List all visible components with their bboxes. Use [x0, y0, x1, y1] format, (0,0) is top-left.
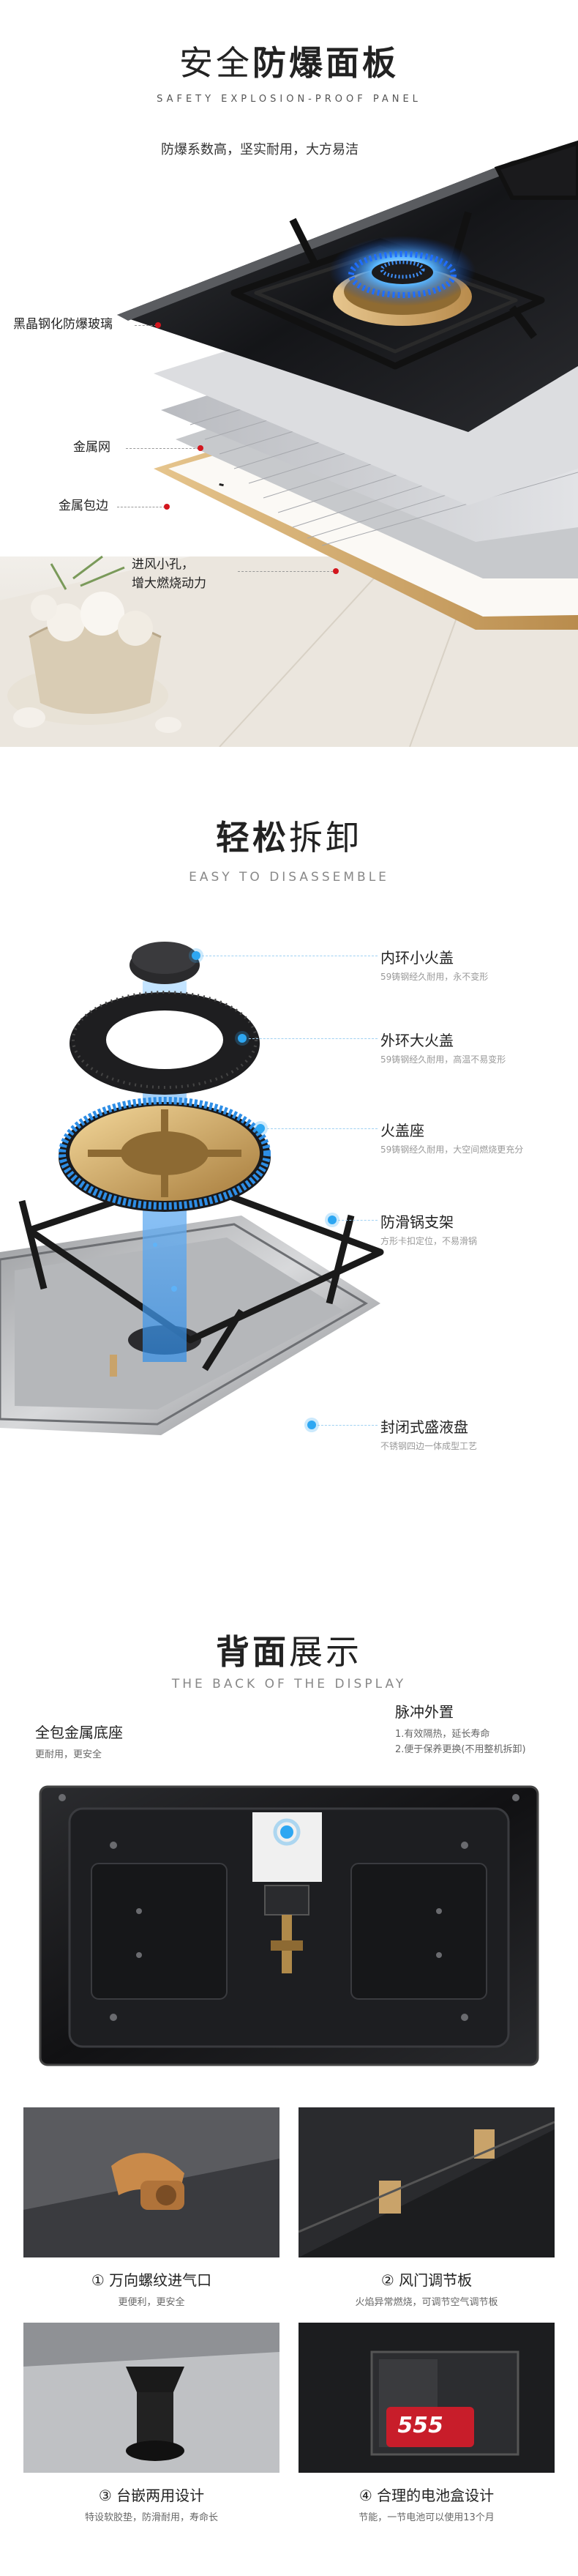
callout-metal-mesh: 金属网 — [73, 440, 110, 455]
callout-dot-1 — [155, 322, 161, 328]
battery-box-icon — [299, 2323, 555, 2473]
part-burner-base: 火盖座 59铸钢经久耐用，大空间燃烧更充分 — [380, 1119, 523, 1155]
part-wok-support: 防滑锅支架 方形卡扣定位，不易滑锅 — [380, 1210, 477, 1247]
part-dot-2 — [238, 1034, 247, 1043]
igniter-icon — [110, 1355, 117, 1377]
burner-exploded-illustration — [0, 942, 384, 1435]
callout-line-2 — [126, 448, 199, 449]
burner-base-icon — [59, 1097, 271, 1212]
feature-image-battery-box: 555 — [299, 2323, 555, 2473]
feature-battery-box-title: ④ 合理的电池盒设计 — [359, 2487, 495, 2504]
part-line-5 — [318, 1425, 378, 1426]
callout-air-holes-line1: 进风小孔， — [132, 557, 194, 572]
feature-gas-inlet-desc: 更便利，更安全 — [118, 2297, 185, 2308]
feature-air-damper-title: ② 风门调节板 — [380, 2271, 473, 2289]
inner-ring-cap-icon — [130, 942, 200, 984]
section2-subtitle: EASY TO DISASSEMBLE — [189, 870, 389, 885]
back-label-right-line2: 2.便于保养更换(不用整机拆卸) — [395, 1744, 526, 1755]
feature-image-air-damper — [299, 2107, 555, 2257]
callout-dot-4 — [333, 568, 339, 574]
callout-dot-3 — [164, 504, 170, 510]
callout-air-holes-line2: 增大燃烧动力 — [132, 576, 206, 591]
rubber-foot-icon — [23, 2323, 279, 2473]
section-back-display: 背面展示 THE BACK OF THE DISPLAY 全包金属底座 更耐用，… — [0, 1567, 578, 2576]
part-inner-cap: 内环小火盖 59铸钢经久耐用，永不变形 — [380, 946, 488, 983]
second-burner-icon — [494, 140, 578, 200]
callout-black-glass: 黑晶钢化防爆玻璃 — [13, 317, 113, 332]
part-outer-cap-title: 外环大火盖 — [380, 1032, 454, 1049]
part-burner-base-title: 火盖座 — [380, 1122, 424, 1139]
back-label-right-title: 脉冲外置 — [395, 1703, 454, 1721]
garlic-basket-icon — [7, 555, 181, 733]
callout-metal-trim: 金属包边 — [59, 499, 108, 513]
feature-caption-gas-inlet: ① 万向螺纹进气口 更便利，更安全 — [23, 2268, 279, 2308]
feature-image-dual-install — [23, 2323, 279, 2473]
part-burner-base-desc: 59铸钢经久耐用，大空间燃烧更充分 — [380, 1144, 524, 1155]
part-inner-cap-desc: 59铸钢经久耐用，永不变形 — [380, 972, 489, 982]
back-label-right: 脉冲外置 1.有效隔热，延长寿命 2.便于保养更换(不用整机拆卸) — [395, 1700, 526, 1755]
part-line-3 — [267, 1128, 378, 1129]
section2-title-thin: 拆卸 — [289, 818, 362, 857]
part-outer-cap-desc: 59铸钢经久耐用，高温不易变形 — [380, 1054, 506, 1065]
back-label-left-title: 全包金属底座 — [35, 1724, 123, 1741]
part-line-4 — [338, 1220, 378, 1221]
part-wok-support-title: 防滑锅支架 — [380, 1213, 454, 1231]
part-dot-3 — [256, 1124, 265, 1133]
section3-subtitle: THE BACK OF THE DISPLAY — [171, 1677, 407, 1691]
back-label-left: 全包金属底座 更耐用，更安全 — [35, 1721, 123, 1760]
callout-air-holes: 进风小孔， 增大燃烧动力 — [132, 555, 206, 593]
part-outer-cap: 外环大火盖 59铸钢经久耐用，高温不易变形 — [380, 1029, 506, 1065]
outer-ring-cap-icon — [70, 991, 260, 1095]
part-dot-1 — [192, 951, 200, 960]
callout-dot-2 — [198, 445, 203, 451]
section2-title-bold: 轻松 — [216, 818, 289, 857]
section3-title: 背面展示 — [0, 1626, 578, 1674]
battery-label: 555 — [394, 2413, 446, 2438]
pan-support-icon — [230, 211, 545, 370]
part-drip-tray-title: 封闭式盛液盘 — [380, 1418, 468, 1436]
air-damper-icon — [299, 2107, 555, 2257]
callout-line-4 — [238, 571, 333, 572]
part-dot-5 — [307, 1421, 316, 1429]
feature-dual-install-desc: 特设软胶垫，防滑耐用，寿命长 — [84, 2512, 218, 2523]
feature-battery-box-desc: 节能，一节电池可以使用13个月 — [359, 2512, 495, 2523]
section1-title: 安全防爆面板 — [0, 37, 578, 85]
part-drip-tray: 封闭式盛液盘 不锈钢四边一体成型工艺 — [380, 1415, 477, 1452]
part-inner-cap-title: 内环小火盖 — [380, 949, 454, 967]
section2-title: 轻松拆卸 — [0, 811, 578, 860]
section3-title-thin: 展示 — [289, 1632, 362, 1672]
back-label-right-line1: 1.有效隔热，延长寿命 — [395, 1729, 490, 1740]
panel-illustration — [0, 140, 578, 747]
feature-caption-air-damper: ② 风门调节板 火焰异常燃烧，可调节空气调节板 — [299, 2268, 555, 2308]
section1-description: 防爆系数高，坚实耐用，大方易洁 — [161, 142, 359, 157]
section1-title-bold: 防爆面板 — [252, 43, 399, 83]
burner-flame-icon — [329, 236, 476, 326]
feature-gas-inlet-title: ① 万向螺纹进气口 — [91, 2271, 212, 2289]
section3-title-bold: 背面 — [216, 1632, 289, 1672]
section1-subtitle: SAFETY EXPLOSION-PROOF PANEL — [157, 94, 421, 105]
back-label-left-desc: 更耐用，更安全 — [35, 1749, 102, 1760]
back-panel-illustration — [39, 1785, 539, 2066]
part-dot-4 — [328, 1216, 337, 1224]
feature-air-damper-desc: 火焰异常燃烧，可调节空气调节板 — [355, 2297, 498, 2308]
section-explosion-proof-panel: 安全防爆面板 SAFETY EXPLOSION-PROOF PANEL 防爆系数… — [0, 0, 578, 747]
part-drip-tray-desc: 不锈钢四边一体成型工艺 — [380, 1441, 478, 1451]
pulse-igniter-box-icon — [252, 1812, 322, 1882]
feature-caption-dual-install: ③ 台嵌两用设计 特设软胶垫，防滑耐用，寿命长 — [23, 2484, 279, 2523]
part-line-2 — [249, 1038, 378, 1039]
gas-pipe-icon — [264, 1885, 309, 1973]
feature-caption-battery-box: ④ 合理的电池盒设计 节能，一节电池可以使用13个月 — [299, 2484, 555, 2523]
feature-image-gas-inlet — [23, 2107, 279, 2257]
gas-inlet-icon — [23, 2107, 279, 2257]
callout-line-1 — [135, 325, 157, 326]
section1-title-thin: 安全 — [179, 43, 252, 83]
section-easy-disassemble: 轻松拆卸 EASY TO DISASSEMBLE — [0, 747, 578, 1567]
part-wok-support-desc: 方形卡扣定位，不易滑锅 — [380, 1236, 478, 1246]
feature-dual-install-title: ③ 台嵌两用设计 — [98, 2487, 205, 2504]
